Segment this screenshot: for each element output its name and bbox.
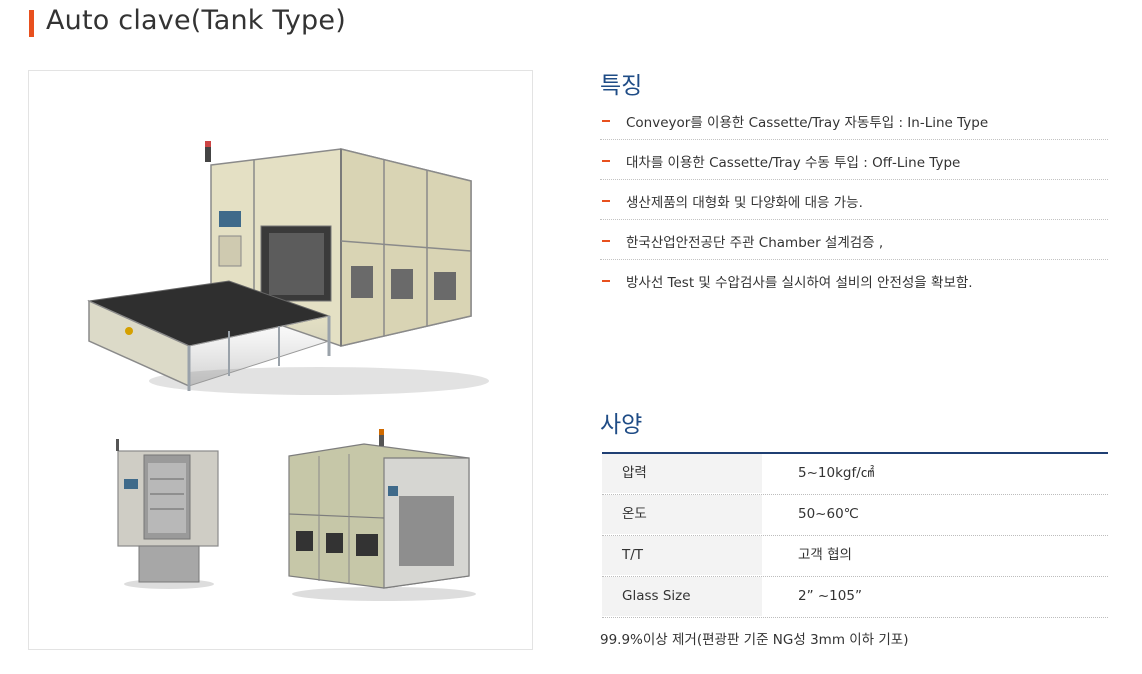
autoclave-cabinet-photo (288, 429, 476, 601)
spec-key: 압력 (602, 454, 762, 493)
autoclave-main-photo (87, 141, 489, 395)
feature-item: 생산제품의 대형화 및 다양화에 대응 가능. (600, 180, 1108, 220)
feature-text: Conveyor를 이용한 Cassette/Tray 자동투입 : In-Li… (626, 115, 989, 131)
dash-icon (602, 200, 610, 202)
feature-text: 생산제품의 대형화 및 다양화에 대응 가능. (626, 195, 863, 211)
spec-note: 99.9%이상 제거(편광판 기준 NG성 3mm 이하 기포) (600, 632, 909, 648)
page-title: Auto clave(Tank Type) (46, 5, 346, 36)
dash-icon (602, 160, 610, 162)
feature-item: 방사선 Test 및 수압검사를 실시하여 설비의 안전성을 확보함. (600, 260, 1108, 300)
spec-row: 압력 5~10kgf/㎠ (602, 454, 1108, 495)
spec-value: 50~60℃ (798, 506, 859, 522)
spec-row: Glass Size 2” ~105” (602, 577, 1108, 618)
spec-key: 온도 (602, 495, 762, 534)
dash-icon (602, 240, 610, 242)
spec-row: T/T 고객 협의 (602, 536, 1108, 577)
feature-item: Conveyor를 이용한 Cassette/Tray 자동투입 : In-Li… (600, 100, 1108, 140)
features-title: 특징 (600, 73, 643, 99)
feature-text: 한국산업안전공단 주관 Chamber 설계검증 , (626, 235, 884, 251)
spec-value: 5~10kgf/㎠ (798, 465, 875, 481)
spec-row: 온도 50~60℃ (602, 495, 1108, 536)
specs-title: 사양 (600, 412, 643, 438)
spec-value: 2” ~105” (798, 588, 862, 604)
feature-item: 한국산업안전공단 주관 Chamber 설계검증 , (600, 220, 1108, 260)
title-accent-bar (29, 10, 34, 37)
spec-value: 고객 협의 (798, 547, 852, 563)
features-list: Conveyor를 이용한 Cassette/Tray 자동투입 : In-Li… (600, 100, 1108, 300)
spec-key: T/T (602, 536, 762, 575)
dash-icon (602, 280, 610, 282)
autoclave-compact-photo (116, 439, 219, 589)
spec-key: Glass Size (602, 577, 762, 616)
feature-text: 대차를 이용한 Cassette/Tray 수동 투입 : Off-Line T… (626, 155, 961, 171)
feature-item: 대차를 이용한 Cassette/Tray 수동 투입 : Off-Line T… (600, 140, 1108, 180)
product-image-panel (28, 70, 533, 650)
feature-text: 방사선 Test 및 수압검사를 실시하여 설비의 안전성을 확보함. (626, 275, 973, 291)
spec-table: 압력 5~10kgf/㎠ 온도 50~60℃ T/T 고객 협의 Glass S… (602, 452, 1108, 618)
dash-icon (602, 120, 610, 122)
